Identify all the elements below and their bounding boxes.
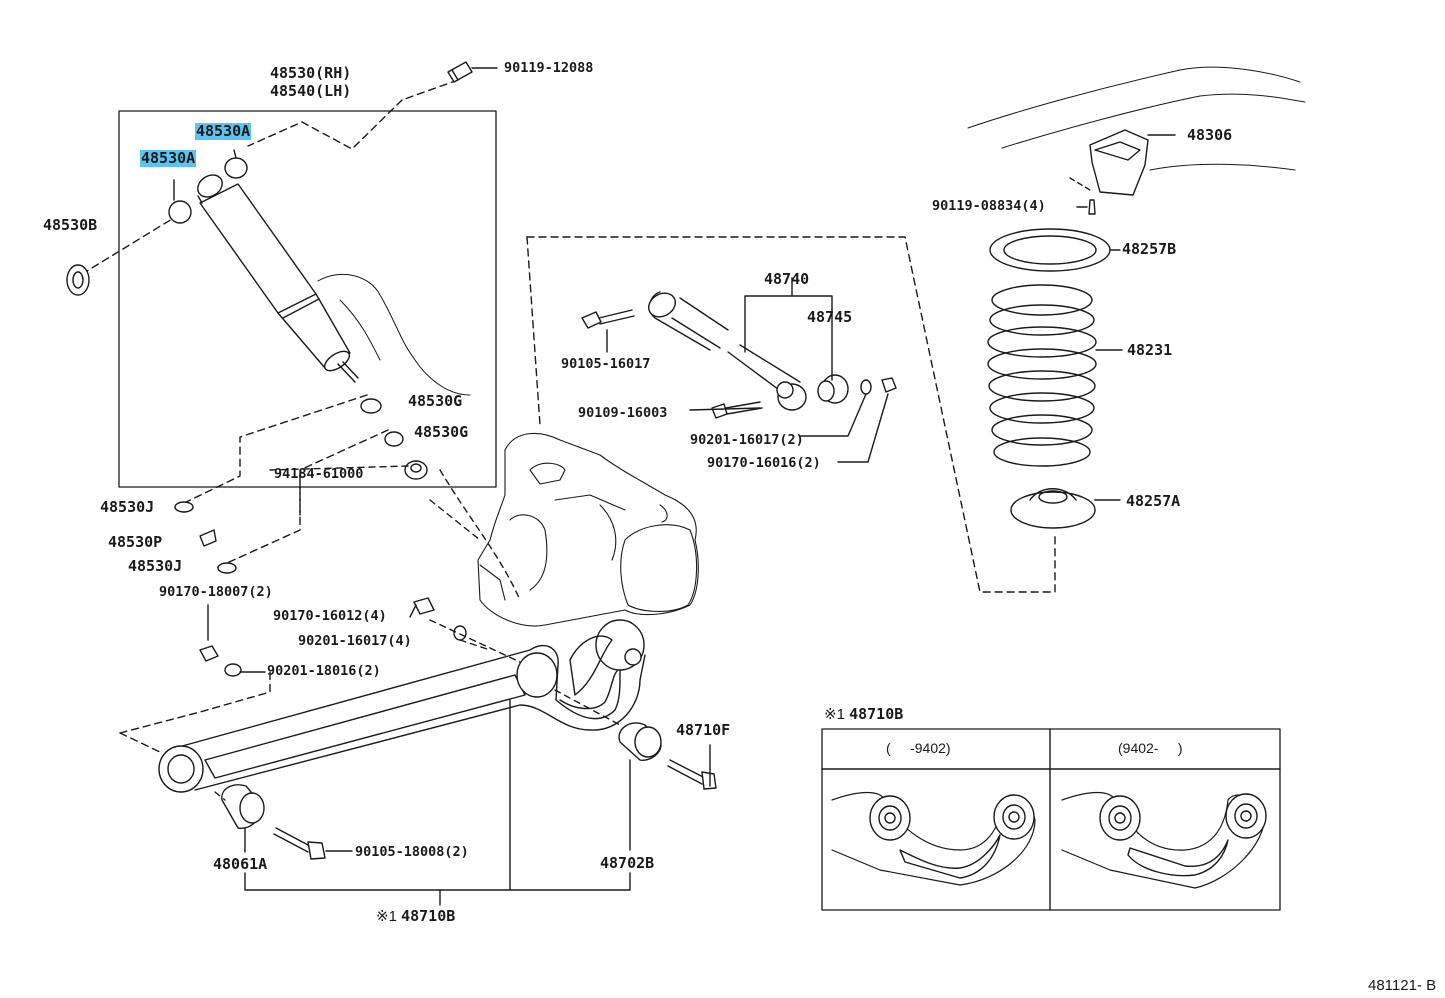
part-label-48530-rh: 48530(RH) (270, 64, 352, 82)
part-label-48061a: 48061A (213, 855, 268, 873)
part-label-90119-08834: 90119-08834(4) (932, 198, 1046, 214)
part-label-90119-12088: 90119-12088 (504, 60, 594, 76)
shock-absorber-group (66, 79, 497, 569)
lateral-rod-group (526, 236, 1056, 593)
part-label-90170-18007: 90170-18007(2) (159, 584, 273, 600)
bolt-90119-12088 (447, 61, 498, 83)
inset-header-before-9402: ( -9402) (886, 740, 951, 756)
part-label-48530a-highlighted: 48530A (140, 149, 197, 167)
part-label-94184-61000: 94184-61000 (274, 466, 364, 482)
diagram-code: 481121- B (1368, 977, 1437, 994)
part-label-48257b: 48257B (1122, 240, 1177, 258)
part-label-90170-16012: 90170-16012(4) (273, 608, 387, 624)
inset-title-48710b: 48710B (824, 707, 903, 722)
lower-control-arm (119, 469, 717, 906)
part-label-48745: 48745 (807, 308, 853, 326)
differential-housing (477, 432, 699, 627)
part-label-48306: 48306 (1187, 126, 1233, 144)
part-label-48710f: 48710F (676, 721, 731, 739)
part-label-90105-18008: 90105-18008(2) (355, 844, 469, 860)
part-label-90201-16017: 90201-16017(2) (690, 432, 804, 448)
part-label-48257a: 48257A (1126, 492, 1181, 510)
part-label-48702b: 48702B (600, 854, 655, 872)
part-label-90201-16017: 90201-16017(4) (298, 633, 412, 649)
shock-absorber (197, 174, 359, 383)
part-label-90170-16016: 90170-16016(2) (707, 455, 821, 471)
part-label-48530g: 48530G (408, 392, 463, 410)
part-label-48530j: 48530J (100, 498, 155, 516)
part-label-90105-16017: 90105-16017 (561, 356, 651, 372)
part-label-48530b: 48530B (43, 216, 98, 234)
inset-box (821, 728, 1281, 911)
part-label-90109-16003: 90109-16003 (578, 405, 668, 421)
inset-header-after-9402: (9402- ) (1118, 740, 1183, 756)
part-label-48530a-highlighted: 48530A (195, 122, 252, 140)
part-label-48740: 48740 (764, 270, 810, 288)
part-label-48540-lh: 48540(LH) (270, 82, 352, 100)
part-label-48231: 48231 (1127, 341, 1173, 359)
part-label-48530g: 48530G (414, 423, 469, 441)
part-label-90201-18016: 90201-18016(2) (267, 663, 381, 679)
part-label-48530p: 48530P (108, 533, 163, 551)
coil-spring-group (967, 66, 1306, 529)
part-label-48710b: 48710B (376, 909, 455, 924)
part-label-48530j: 48530J (128, 557, 183, 575)
